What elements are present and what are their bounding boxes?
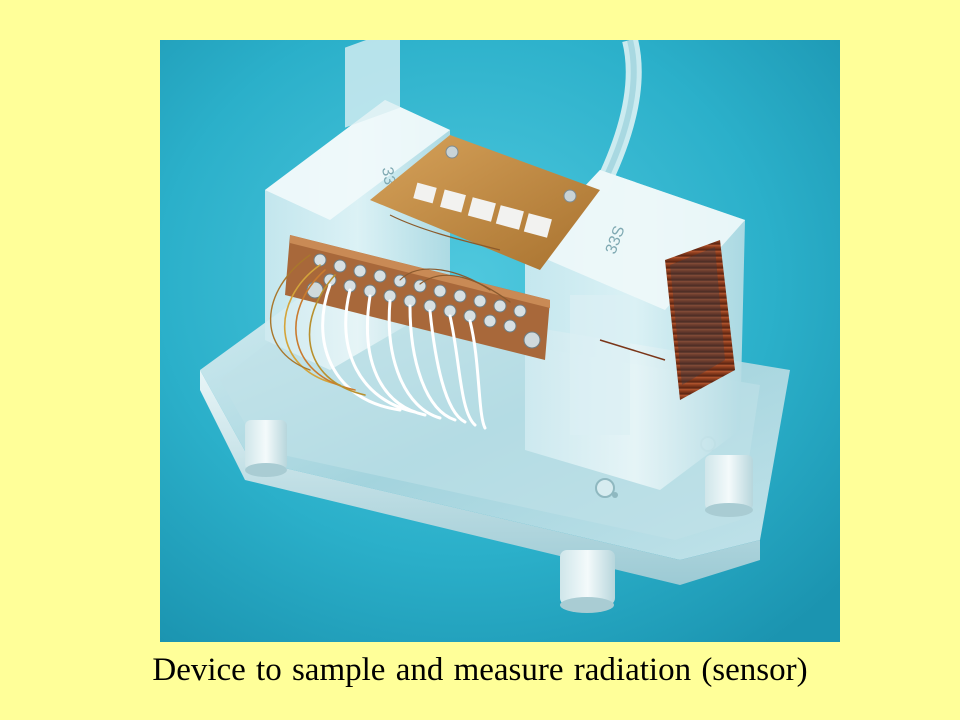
sensor-photo-drawing: 33S 33S xyxy=(160,40,840,642)
copper-coil xyxy=(599,240,735,400)
slide-caption: Device to sample and measure radiation (… xyxy=(152,652,808,688)
sensor-photo: 33S 33S xyxy=(160,40,840,642)
foot-front xyxy=(560,550,615,613)
right-housing-block: 33S xyxy=(525,170,745,490)
foot-left-front xyxy=(245,420,287,477)
foot-right xyxy=(705,455,753,517)
circuit-board xyxy=(370,135,600,270)
screw xyxy=(595,478,615,498)
wire-bundle xyxy=(269,254,511,430)
connector-strip xyxy=(285,235,550,360)
